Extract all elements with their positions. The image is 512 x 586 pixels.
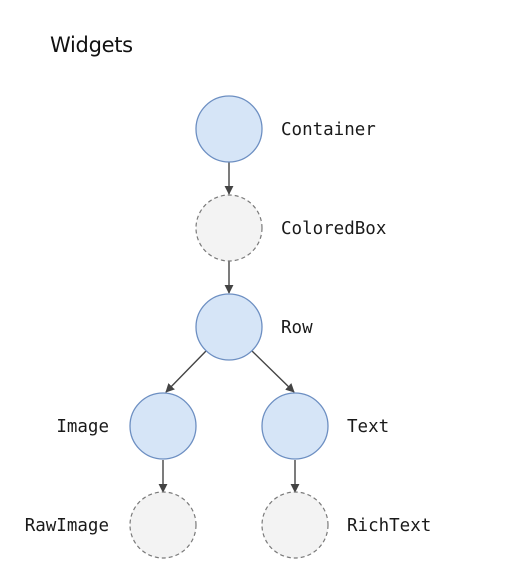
node-coloredbox: ColoredBox xyxy=(195,194,386,262)
node-coloredbox-label: ColoredBox xyxy=(281,219,386,239)
edges xyxy=(158,162,300,493)
diagram-title: Widgets xyxy=(50,33,133,57)
node-row-label: Row xyxy=(281,318,313,338)
node-container: Container xyxy=(195,95,376,163)
edge-row-image xyxy=(165,350,207,393)
node-container-circle xyxy=(195,95,263,163)
node-richtext: RichText xyxy=(261,491,431,559)
node-rawimage-label: RawImage xyxy=(25,516,109,536)
node-text-circle xyxy=(261,392,329,460)
node-richtext-circle xyxy=(261,491,329,559)
node-row: Row xyxy=(195,293,313,361)
node-coloredbox-circle xyxy=(195,194,263,262)
node-image-circle xyxy=(129,392,197,460)
node-image-label: Image xyxy=(56,417,109,437)
node-rawimage-circle xyxy=(129,491,197,559)
node-rawimage: RawImage xyxy=(25,491,197,559)
node-image: Image xyxy=(56,392,197,460)
node-container-label: Container xyxy=(281,120,376,140)
node-richtext-label: RichText xyxy=(347,516,431,536)
edge-row-text xyxy=(251,350,295,393)
node-text: Text xyxy=(261,392,389,460)
node-text-label: Text xyxy=(347,417,389,437)
node-row-circle xyxy=(195,293,263,361)
